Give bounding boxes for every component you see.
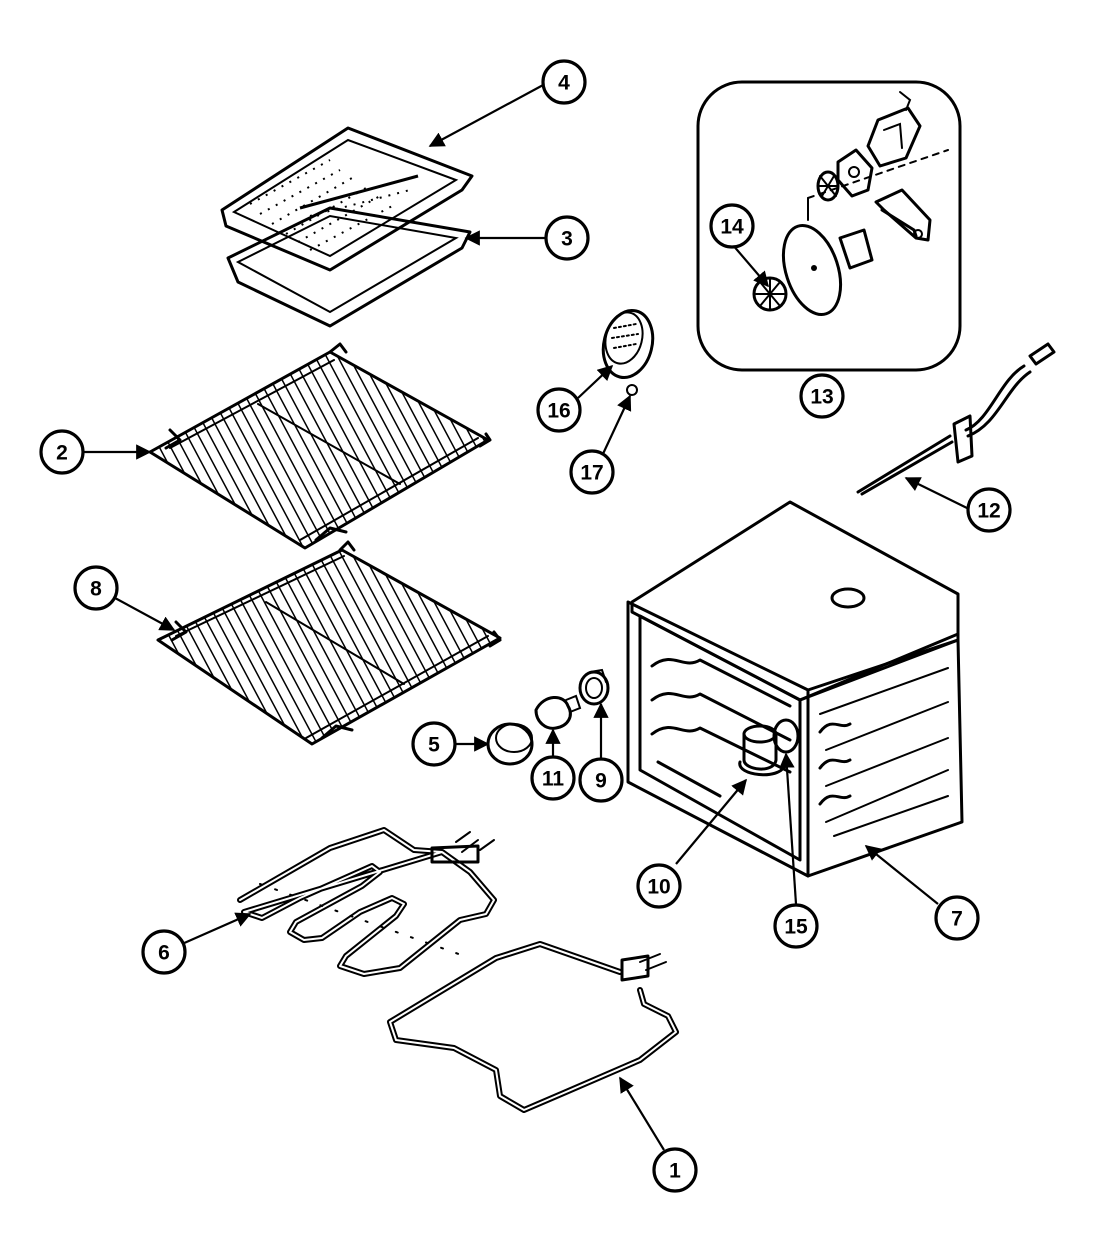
leader-15 — [779, 752, 798, 905]
callout-11: 11 — [530, 755, 576, 801]
callout-16: 16 — [536, 387, 582, 433]
leader-6 — [181, 912, 252, 946]
callout-14: 14 — [709, 203, 755, 249]
leader-16 — [577, 364, 614, 399]
oven-cavity — [626, 500, 964, 878]
leader-17 — [601, 394, 632, 457]
leader-7 — [864, 845, 939, 905]
svg-text:8: 8 — [90, 578, 102, 601]
bake-element — [387, 941, 679, 1113]
temperature-sensor — [856, 342, 1056, 496]
leader-10 — [675, 778, 747, 865]
callout-9: 9 — [578, 757, 624, 803]
leader-12 — [904, 477, 968, 509]
svg-text:2: 2 — [56, 442, 68, 465]
callout-12: 12 — [966, 487, 1012, 533]
callout-15: 15 — [773, 903, 819, 949]
svg-text:16: 16 — [547, 400, 570, 423]
leader-14 — [731, 243, 770, 288]
convection-fan-inset — [696, 80, 962, 372]
callout-7: 7 — [934, 895, 980, 941]
svg-text:9: 9 — [595, 770, 607, 793]
oven-light-assembly — [486, 668, 610, 766]
svg-text:15: 15 — [784, 916, 808, 939]
callout-8: 8 — [73, 565, 119, 611]
svg-text:7: 7 — [951, 908, 963, 931]
light-cover — [601, 309, 655, 396]
leader-8 — [114, 597, 176, 631]
callout-13: 13 — [799, 373, 845, 419]
svg-text:4: 4 — [558, 72, 570, 95]
broil-element — [237, 827, 497, 977]
svg-text:13: 13 — [810, 386, 833, 409]
svg-text:10: 10 — [647, 876, 670, 899]
callout-10: 10 — [636, 863, 682, 909]
broiler-grid-holes — [249, 159, 419, 251]
upper-oven-rack — [148, 342, 492, 550]
callout-17: 17 — [569, 449, 615, 495]
callout-5: 5 — [411, 721, 457, 767]
callout-4: 4 — [541, 59, 587, 105]
callout-1: 1 — [652, 1147, 698, 1193]
svg-text:14: 14 — [720, 216, 744, 239]
leader-4 — [428, 83, 546, 147]
svg-text:11: 11 — [542, 768, 565, 791]
broiler-pan-assembly — [220, 126, 474, 328]
svg-text:6: 6 — [158, 942, 170, 965]
callout-3: 3 — [544, 215, 590, 261]
svg-text:5: 5 — [428, 734, 440, 757]
lower-oven-rack — [156, 540, 502, 746]
callout-2: 2 — [39, 429, 85, 475]
leader-lines — [83, 83, 968, 1151]
svg-text:12: 12 — [977, 500, 1000, 523]
svg-text:17: 17 — [580, 462, 603, 485]
svg-text:3: 3 — [561, 228, 573, 251]
callouts: 4 3 2 8 14 13 16 17 12 5 11 9 10 15 7 6 … — [39, 59, 1012, 1193]
callout-6: 6 — [141, 929, 187, 975]
svg-text:1: 1 — [669, 1160, 681, 1183]
leader-1 — [619, 1076, 665, 1151]
